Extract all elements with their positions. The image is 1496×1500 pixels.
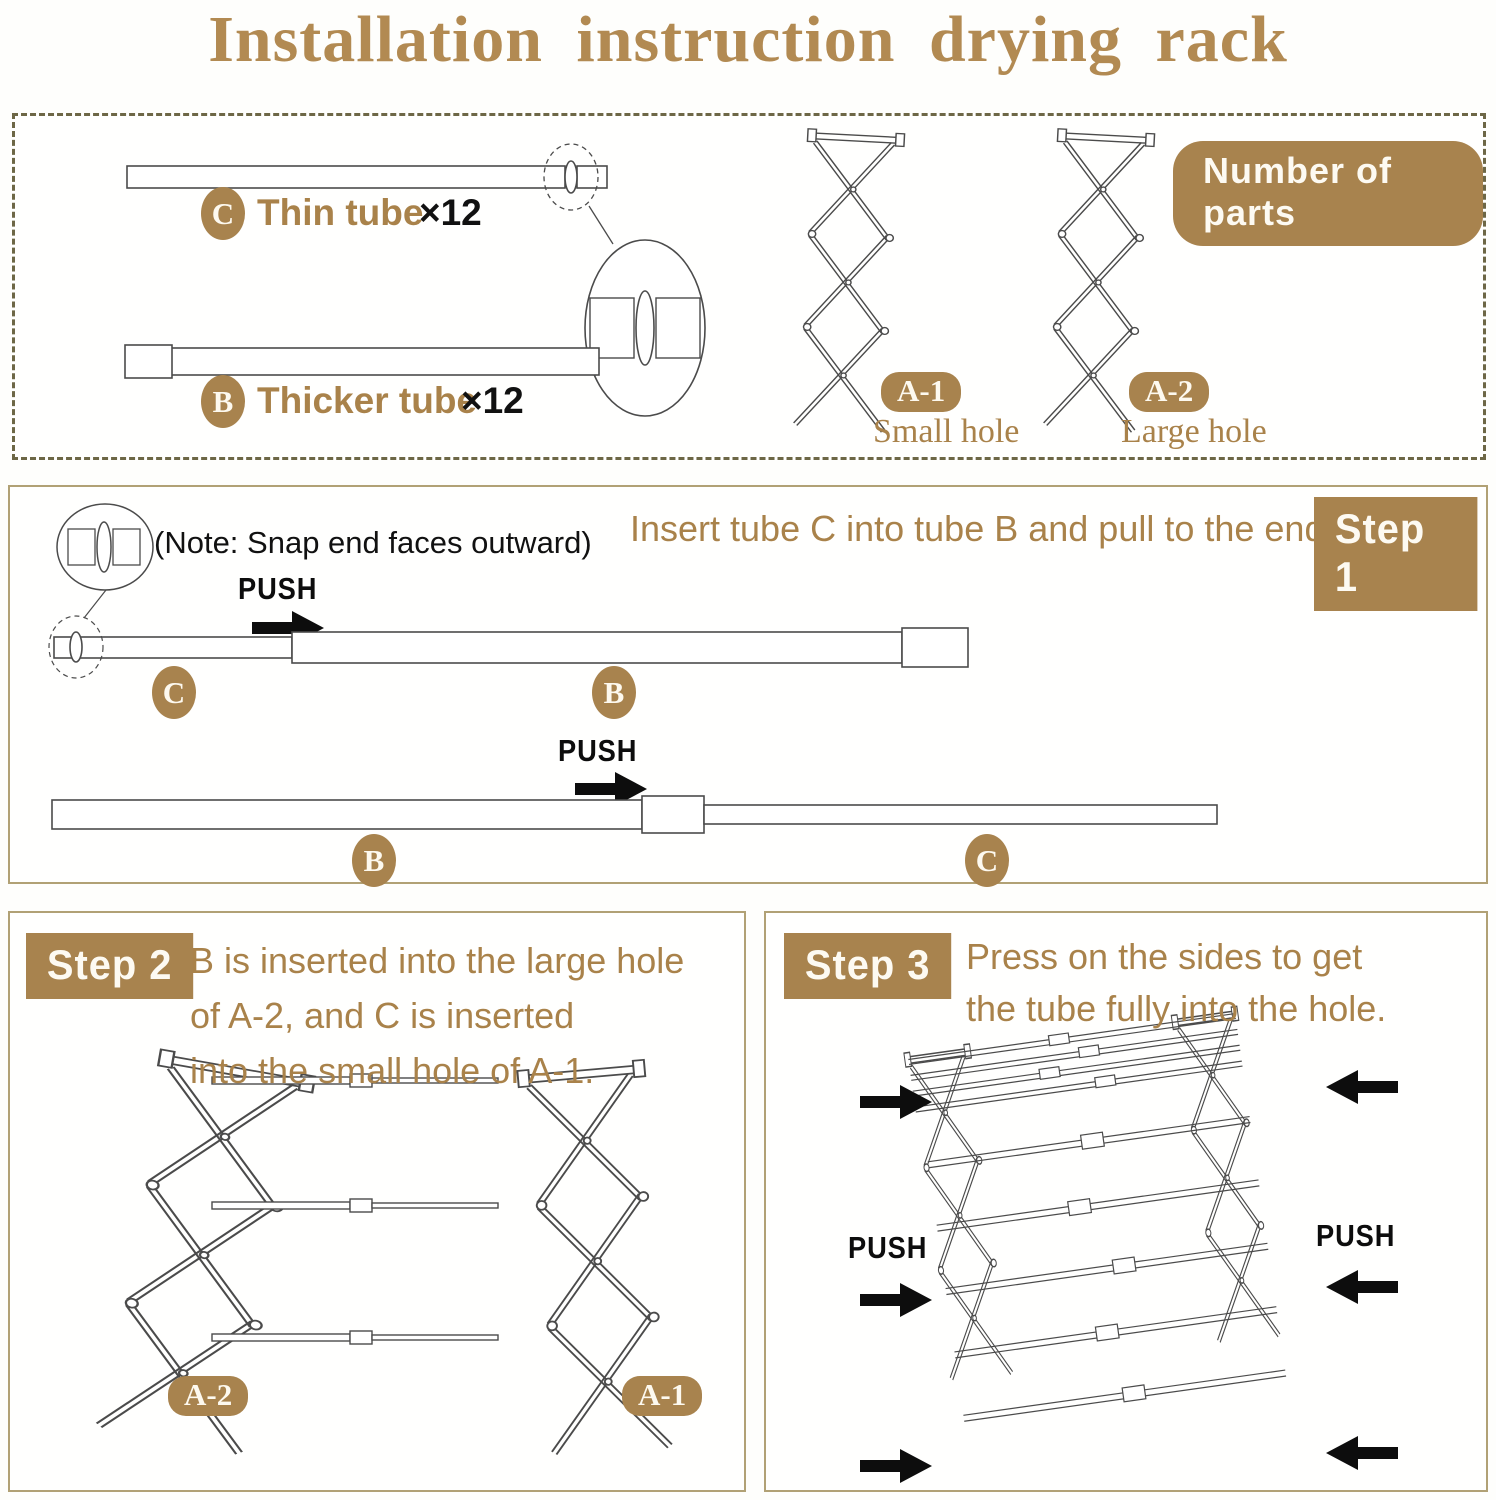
frame-a2-badge: A-2 (1129, 372, 1210, 412)
row1-badge-c: C (152, 666, 196, 719)
push-label: PUSH (238, 571, 318, 606)
tube-row2-drawing (51, 795, 1218, 834)
step1-section: Insert tube C into tube B and pull to th… (8, 485, 1488, 887)
note-snap-detail-drawing (56, 503, 154, 619)
step2-chip: Step 2 (26, 933, 194, 999)
thin-tube-qty: ×12 (419, 192, 482, 233)
push-label: PUSH (848, 1230, 928, 1265)
row2-badge-b: B (352, 834, 396, 887)
parts-line-art (124, 128, 1156, 434)
push-arrow-left-icon (1326, 1070, 1398, 1104)
push-label: PUSH (1316, 1218, 1396, 1253)
step2-instruction-line3: into the small hole of A-1. (190, 1050, 595, 1091)
step3-section: Step 3 Press on the sides to get the tub… (764, 911, 1488, 1492)
callout-leader-line (588, 205, 614, 245)
tube-row1-drawing (53, 627, 969, 668)
assembled-rack-drawing (903, 1005, 1287, 1422)
row2-badge-c: C (965, 834, 1009, 887)
thicker-tube-qty: ×12 (461, 380, 524, 421)
frame-a2-badge: A-2 (168, 1376, 249, 1416)
step1-line-art (48, 503, 1218, 834)
snap-magnified-drawing (584, 239, 706, 417)
step3-line-art (860, 1005, 1398, 1483)
frame-a1-label: Small hole (873, 413, 1020, 450)
frame-a2-label: Large hole (1121, 413, 1267, 450)
snap-detail-callout-circle (543, 143, 599, 211)
step1-note: (Note: Snap end faces outward) (154, 525, 592, 560)
number-of-parts-heading: Number of parts (1173, 141, 1483, 246)
thin-tube-label: Thin tube (257, 192, 424, 233)
push-arrow-left-icon (1326, 1436, 1398, 1470)
step3-chip: Step 3 (784, 933, 952, 999)
step1-chip: Step 1 (1314, 497, 1478, 611)
part-badge-b: B (201, 375, 245, 428)
step2-instruction-line2: of A-2, and C is inserted (190, 995, 575, 1036)
parts-section: C Thin tube ×12 B Thicker tube ×12 A-1 S… (12, 113, 1486, 460)
step2-instruction-line1: B is inserted into the large hole (190, 940, 685, 981)
frame-a1-badge: A-1 (622, 1376, 703, 1416)
step2-line-art (92, 1048, 679, 1459)
thin-tube-drawing (126, 160, 608, 194)
assembled-tubes-drawing (211, 1073, 499, 1345)
thicker-tube-label: Thicker tube (257, 380, 477, 421)
frame-a1-badge: A-1 (881, 372, 962, 412)
push-arrow-right-icon (860, 1449, 932, 1483)
part-badge-c: C (201, 187, 245, 240)
step3-instruction-line2: the tube fully into the hole. (966, 988, 1387, 1029)
snap-end-callout-circle (48, 615, 104, 679)
row1-badge-b: B (592, 666, 636, 719)
step1-instruction: Insert tube C into tube B and pull to th… (630, 508, 1335, 549)
push-arrow-right-icon (860, 1283, 932, 1317)
step3-instruction-line1: Press on the sides to get (966, 936, 1363, 977)
page-title: Installation instruction drying rack (208, 3, 1288, 76)
push-arrow-left-icon (1326, 1270, 1398, 1304)
step2-section: Step 2 B is inserted into the large hole… (8, 911, 746, 1492)
thicker-tube-drawing (124, 344, 600, 379)
push-label: PUSH (558, 733, 638, 768)
